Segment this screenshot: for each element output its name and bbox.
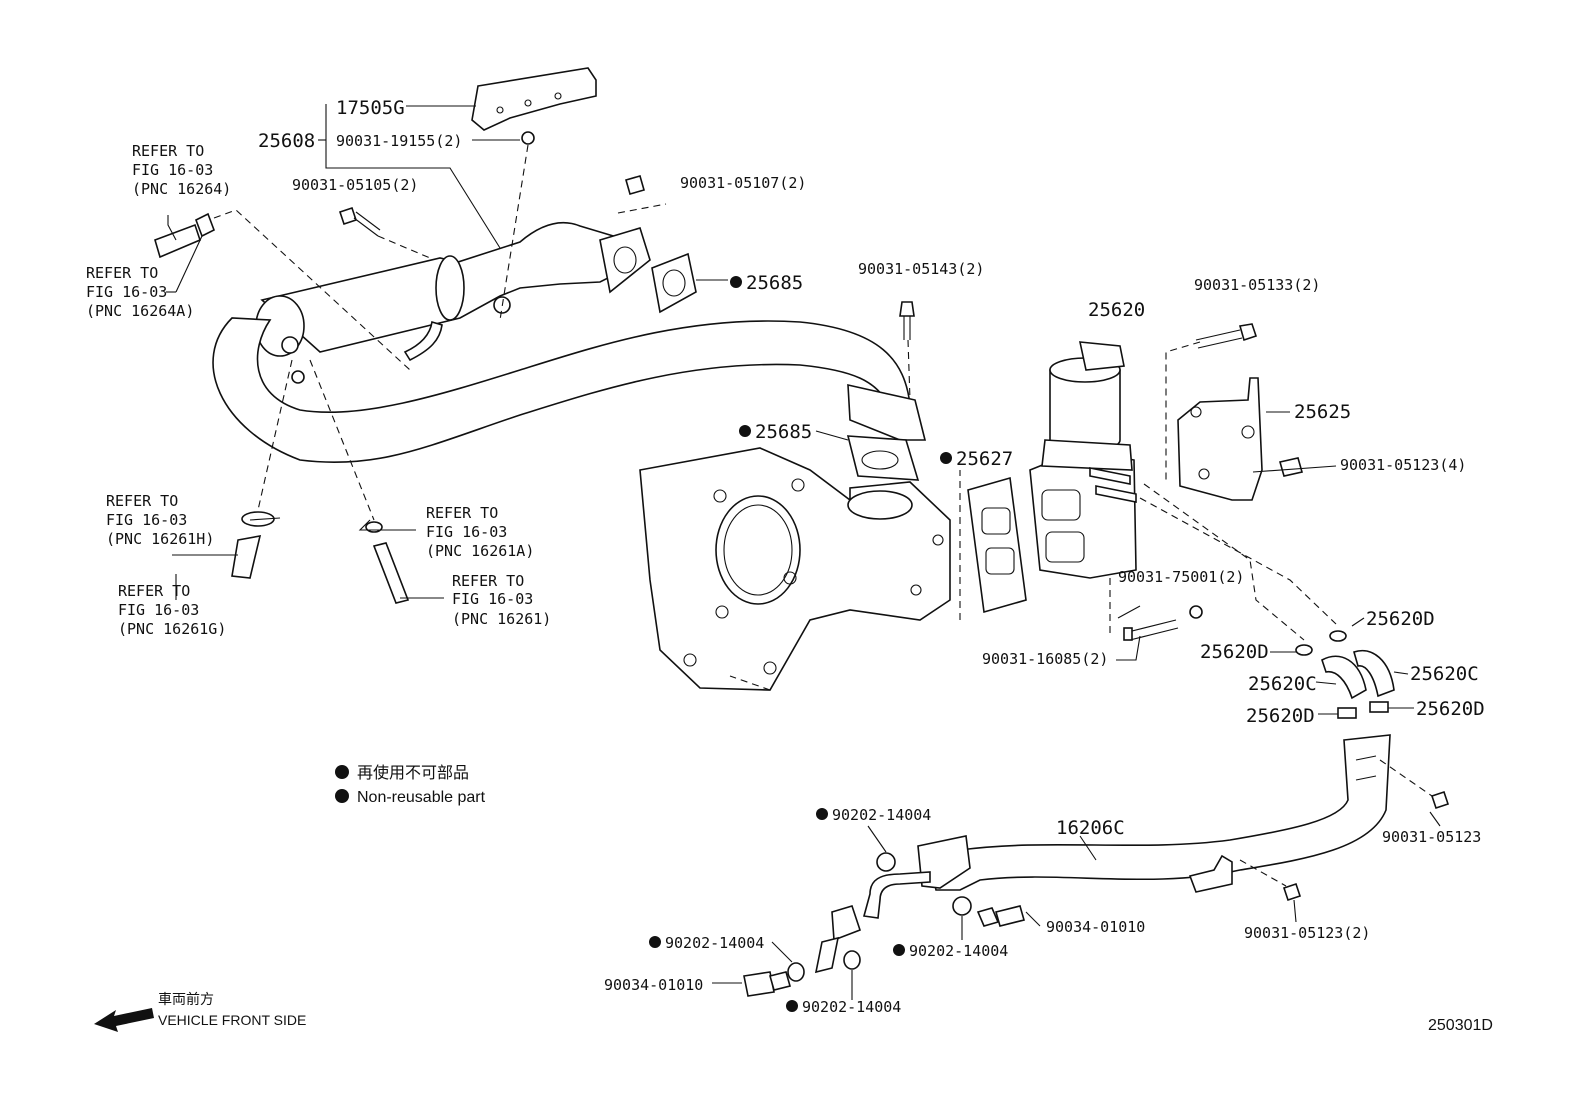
label-17505G[interactable]: 17505G (336, 97, 405, 119)
drawing-water-pipe (743, 630, 1450, 997)
svg-text:FIG 16-03: FIG 16-03 (132, 161, 213, 179)
svg-text:FIG 16-03: FIG 16-03 (118, 601, 199, 619)
legend-dot-en (335, 789, 349, 803)
guide-lines (213, 144, 1433, 887)
drawing-egr-cooler (154, 67, 927, 604)
label-90202-14004-a[interactable]: 90202-14004 (832, 806, 931, 824)
svg-text:(PNC 16261H): (PNC 16261H) (106, 530, 214, 548)
label-25620D-d[interactable]: 25620D (1416, 698, 1485, 720)
svg-text:(PNC 16261): (PNC 16261) (452, 610, 551, 628)
label-90202-14004-b[interactable]: 90202-14004 (665, 934, 764, 952)
non-reusable-dot-90202-a (816, 808, 828, 820)
label-90202-14004-c[interactable]: 90202-14004 (909, 942, 1008, 960)
label-25685-mid[interactable]: 25685 (755, 421, 812, 443)
svg-text:FIG 16-03: FIG 16-03 (426, 523, 507, 541)
svg-text:REFER TO: REFER TO (452, 572, 524, 590)
label-90031-05143[interactable]: 90031-05143(2) (858, 260, 984, 278)
label-90031-05107[interactable]: 90031-05107(2) (680, 174, 806, 192)
svg-text:(PNC 16261A): (PNC 16261A) (426, 542, 534, 560)
ref-note-16261H[interactable]: REFER TO FIG 16-03 (PNC 16261H) (106, 492, 214, 548)
legend-dot-jp (335, 765, 349, 779)
svg-text:FIG 16-03: FIG 16-03 (86, 283, 167, 301)
label-25627[interactable]: 25627 (956, 448, 1013, 470)
label-25620C-b[interactable]: 25620C (1248, 673, 1317, 695)
svg-text:REFER TO: REFER TO (106, 492, 178, 510)
drawing-egr-valve (899, 301, 1258, 641)
direction-en: VEHICLE FRONT SIDE (158, 1012, 306, 1028)
label-90031-05133[interactable]: 90031-05133(2) (1194, 276, 1320, 294)
vehicle-direction: 車両前方 VEHICLE FRONT SIDE (94, 991, 306, 1032)
svg-text:REFER TO: REFER TO (118, 582, 190, 600)
label-25620C-a[interactable]: 25620C (1410, 663, 1479, 685)
label-25685-top[interactable]: 25685 (746, 272, 803, 294)
ref-note-16264A[interactable]: REFER TO FIG 16-03 (PNC 16264A) (86, 264, 194, 320)
label-25625[interactable]: 25625 (1294, 401, 1351, 423)
svg-text:(PNC 16264): (PNC 16264) (132, 180, 231, 198)
label-90031-05123-4[interactable]: 90031-05123(4) (1340, 456, 1466, 474)
non-reusable-dot-90202-b (649, 936, 661, 948)
drawing-exhaust-manifold (639, 435, 951, 691)
label-90031-16085[interactable]: 90031-16085(2) (982, 650, 1108, 668)
reference-notes: REFER TO FIG 16-03 (PNC 16264) REFER TO … (86, 142, 551, 638)
direction-jp: 車両前方 (158, 991, 214, 1007)
svg-text:REFER TO: REFER TO (132, 142, 204, 160)
svg-text:FIG 16-03: FIG 16-03 (452, 590, 533, 608)
svg-text:REFER TO: REFER TO (426, 504, 498, 522)
drawing-bracket-25625 (1177, 377, 1304, 501)
label-25620D-c[interactable]: 25620D (1246, 705, 1315, 727)
non-reusable-dot-25685-mid (739, 425, 751, 437)
label-90202-14004-d[interactable]: 90202-14004 (802, 998, 901, 1016)
legend-en: Non-reusable part (357, 789, 486, 806)
ref-note-16261G[interactable]: REFER TO FIG 16-03 (PNC 16261G) (118, 582, 226, 638)
label-16206C[interactable]: 16206C (1056, 817, 1125, 839)
non-reusable-dot-90202-d (786, 1000, 798, 1012)
label-90031-19155[interactable]: 90031-19155(2) (336, 132, 462, 150)
label-90031-75001[interactable]: 90031-75001(2) (1118, 568, 1244, 586)
diagram-id: 250301D (1428, 1017, 1493, 1034)
non-reusable-dot-25627 (940, 452, 952, 464)
svg-text:(PNC 16261G): (PNC 16261G) (118, 620, 226, 638)
part-labels: 17505G 25608 90031-19155(2) 90031-05105(… (258, 97, 1485, 1016)
label-90034-01010-b[interactable]: 90034-01010 (604, 976, 703, 994)
leader-lines (166, 104, 1441, 1000)
ref-note-16261A[interactable]: REFER TO FIG 16-03 (PNC 16261A) (426, 504, 534, 560)
label-90031-05123-2[interactable]: 90031-05123(2) (1244, 924, 1370, 942)
legend-jp: 再使用不可部品 (357, 764, 469, 782)
label-90031-05105[interactable]: 90031-05105(2) (292, 176, 418, 194)
ref-note-16261[interactable]: REFER TO FIG 16-03 (PNC 16261) (452, 572, 551, 628)
label-25620[interactable]: 25620 (1088, 299, 1145, 321)
label-25620D-a[interactable]: 25620D (1366, 608, 1435, 630)
svg-text:(PNC 16264A): (PNC 16264A) (86, 302, 194, 320)
label-90031-05123[interactable]: 90031-05123 (1382, 828, 1481, 846)
svg-text:FIG 16-03: FIG 16-03 (106, 511, 187, 529)
label-90034-01010-a[interactable]: 90034-01010 (1046, 918, 1145, 936)
svg-text:REFER TO: REFER TO (86, 264, 158, 282)
front-arrow-icon (94, 1008, 154, 1032)
non-reusable-dot-90202-c (893, 944, 905, 956)
non-reusable-dot-25685-top (730, 276, 742, 288)
label-25608[interactable]: 25608 (258, 130, 315, 152)
legend: 再使用不可部品 Non-reusable part (335, 764, 486, 806)
label-25620D-b[interactable]: 25620D (1200, 641, 1269, 663)
ref-note-16264[interactable]: REFER TO FIG 16-03 (PNC 16264) (132, 142, 231, 198)
